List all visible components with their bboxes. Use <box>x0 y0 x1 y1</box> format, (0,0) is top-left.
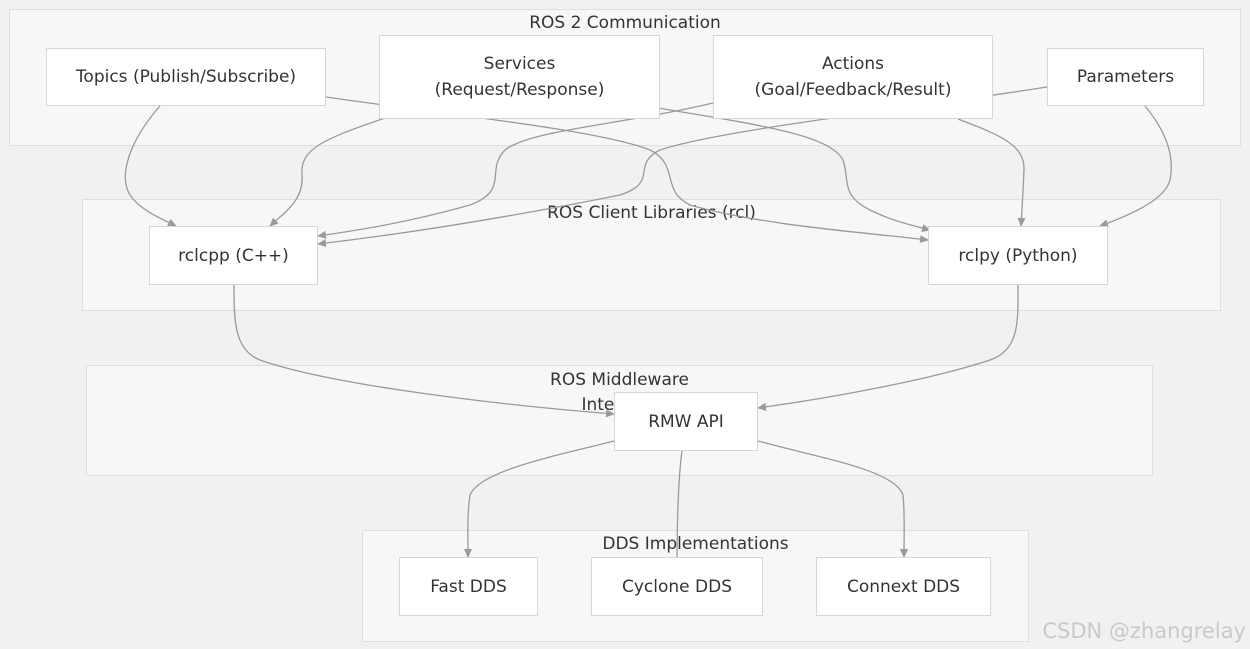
node-connext-dds: Connext DDS <box>816 557 991 616</box>
cluster-title-dds: DDS Implementations <box>602 534 789 554</box>
node-fast-dds-label: Fast DDS <box>430 576 507 597</box>
node-rclcpp-label: rclcpp (C++) <box>178 245 289 266</box>
node-services-line2: (Request/Response) <box>434 80 605 100</box>
node-topics: Topics (Publish/Subscribe) <box>46 48 326 106</box>
node-cyclone-dds-label: Cyclone DDS <box>621 576 732 597</box>
node-fast-dds: Fast DDS <box>399 557 538 616</box>
node-rclpy: rclpy (Python) <box>928 226 1108 285</box>
cluster-title-communication: ROS 2 Communication <box>529 13 721 33</box>
cluster-title-middleware-line1: ROS Middleware <box>550 370 689 390</box>
node-services-line1: Services <box>483 54 556 74</box>
node-actions-line2: (Goal/Feedback/Result) <box>754 80 952 100</box>
node-actions: Actions (Goal/Feedback/Result) <box>713 35 993 119</box>
node-topics-label: Topics (Publish/Subscribe) <box>75 67 297 87</box>
node-parameters: Parameters <box>1047 48 1204 106</box>
node-connext-dds-label: Connext DDS <box>846 576 961 597</box>
cluster-title-client-libraries: ROS Client Libraries (rcl) <box>547 203 756 223</box>
node-rmw-api: RMW API <box>614 392 758 451</box>
node-services: Services (Request/Response) <box>379 35 660 119</box>
watermark: CSDN @zhangrelay <box>1042 619 1246 643</box>
node-rclpy-label: rclpy (Python) <box>958 245 1078 266</box>
node-parameters-label: Parameters <box>1076 67 1175 87</box>
node-actions-line1: Actions <box>821 54 885 74</box>
node-rclcpp: rclcpp (C++) <box>149 226 318 285</box>
node-rmw-api-label: RMW API <box>648 411 724 432</box>
node-cyclone-dds: Cyclone DDS <box>591 557 763 616</box>
